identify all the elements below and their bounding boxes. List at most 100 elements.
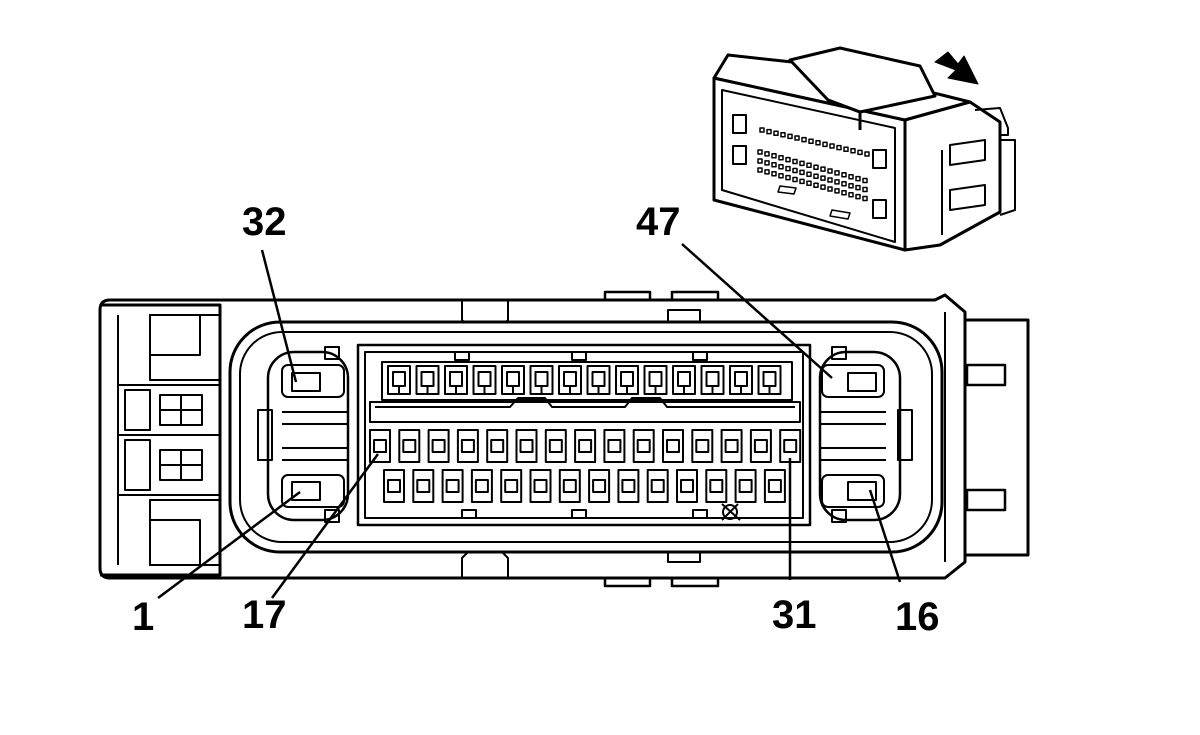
- iso-pin-dot: [771, 153, 777, 159]
- upper-terminal: [700, 365, 725, 395]
- iso-pin-dot: [757, 167, 763, 173]
- iso-pin-dot: [792, 158, 798, 165]
- pin-label-17: 17: [242, 593, 287, 637]
- iso-pin-dot: [827, 177, 833, 183]
- row2-terminal: [691, 429, 714, 463]
- iso-pin-dot: [792, 176, 798, 183]
- iso-pin-dot: [757, 149, 763, 155]
- iso-pin-dot: [862, 177, 868, 184]
- row2-terminal: [486, 429, 509, 463]
- iso-pin-dot: [841, 190, 847, 196]
- iso-pin-dot: [794, 135, 800, 141]
- iso-pin-dot: [850, 148, 856, 154]
- iso-pin-dot: [815, 140, 821, 146]
- upper-terminal: [615, 365, 639, 395]
- row2-terminal: [632, 429, 655, 463]
- row3-terminal: [529, 469, 552, 503]
- iso-pin-dot: [829, 143, 835, 149]
- upper-terminal: [643, 365, 668, 395]
- leader-47: [681, 243, 833, 379]
- iso-pin-dot: [813, 182, 819, 188]
- row2-terminal: [398, 429, 421, 463]
- row3-terminal: [441, 469, 464, 503]
- row2-terminal: [720, 429, 743, 463]
- pin-label-32: 32: [242, 200, 287, 244]
- iso-pin-dot: [848, 182, 854, 189]
- upper-terminal: [415, 365, 440, 395]
- iso-pin-dot: [857, 149, 863, 156]
- row3-terminal: [734, 469, 757, 503]
- row2-terminal: [603, 429, 626, 463]
- iso-pin-dot: [801, 136, 807, 143]
- iso-pin-dot: [848, 173, 854, 180]
- iso-pin-dot: [836, 144, 842, 151]
- leader-32: [260, 249, 298, 383]
- leader-lines: [157, 243, 902, 600]
- iso-pin-dot: [855, 184, 861, 191]
- iso-pin-dot: [764, 169, 770, 175]
- upper-terminal: [529, 365, 554, 395]
- iso-pin-dot: [864, 151, 870, 157]
- iso-pin-dot: [799, 169, 805, 176]
- row2-terminal: [544, 429, 567, 463]
- leader-17: [270, 453, 380, 599]
- iso-pin-dot: [862, 195, 868, 202]
- iso-pin-dot: [806, 162, 812, 169]
- iso-pin-dot: [766, 128, 772, 135]
- iso-pin-dot: [764, 160, 770, 166]
- leader-1: [157, 490, 301, 600]
- row2-terminal: [515, 429, 538, 463]
- iso-pin-dot: [843, 146, 849, 152]
- row2-terminal: [369, 429, 391, 463]
- upper-terminal: [757, 365, 782, 395]
- iso-pin-dot: [759, 127, 765, 133]
- pin-label-1: 1: [132, 595, 154, 639]
- iso-pin-dot: [785, 156, 791, 163]
- iso-pin-dot: [820, 184, 826, 190]
- iso-pin-dot: [855, 175, 861, 182]
- upper-terminal: [444, 365, 468, 395]
- iso-pin-dot: [778, 163, 784, 170]
- row3-terminal: [588, 469, 611, 503]
- iso-pin-dot: [771, 162, 777, 168]
- iso-pin-dot: [808, 138, 814, 144]
- row2-terminal: [456, 429, 479, 463]
- iso-pin-dot: [764, 151, 770, 157]
- iso-pin-dot: [822, 141, 828, 148]
- upper-terminal: [586, 365, 611, 395]
- row3-terminal: [500, 469, 523, 503]
- row3-terminal: [646, 469, 669, 503]
- row3-terminal: [763, 469, 786, 503]
- row2-terminal: [662, 429, 684, 463]
- iso-pin-dot: [841, 172, 847, 178]
- iso-pin-dot: [799, 160, 805, 167]
- iso-pin-dot: [834, 170, 840, 176]
- iso-pin-dot: [827, 168, 833, 174]
- iso-pin-dot: [785, 174, 791, 181]
- iso-pin-dot: [792, 167, 798, 174]
- pin-label-47: 47: [636, 200, 681, 244]
- upper-terminal: [672, 365, 696, 395]
- upper-terminal: [729, 365, 753, 395]
- connector-3d-view: [712, 46, 1016, 252]
- iso-pin-dot: [771, 171, 777, 177]
- row3-terminal: [676, 469, 698, 503]
- iso-pin-dot: [785, 165, 791, 172]
- iso-pin-dot: [757, 158, 763, 164]
- row3-terminal: [383, 469, 405, 503]
- iso-pin-dot: [841, 181, 847, 187]
- row3-terminal: [470, 469, 493, 503]
- iso-pin-dot: [778, 154, 784, 161]
- upper-terminal: [472, 365, 497, 395]
- row3-terminal: [412, 469, 435, 503]
- row2-terminal: [749, 429, 772, 463]
- iso-pin-dot: [855, 193, 861, 200]
- row2-terminal: [574, 429, 597, 463]
- connector-face-view: [98, 290, 1030, 588]
- iso-pin-dot: [799, 178, 805, 185]
- iso-pin-dot: [778, 172, 784, 179]
- iso-pin-dot: [820, 175, 826, 181]
- row2-terminal: [427, 429, 450, 463]
- iso-pin-dot: [813, 173, 819, 179]
